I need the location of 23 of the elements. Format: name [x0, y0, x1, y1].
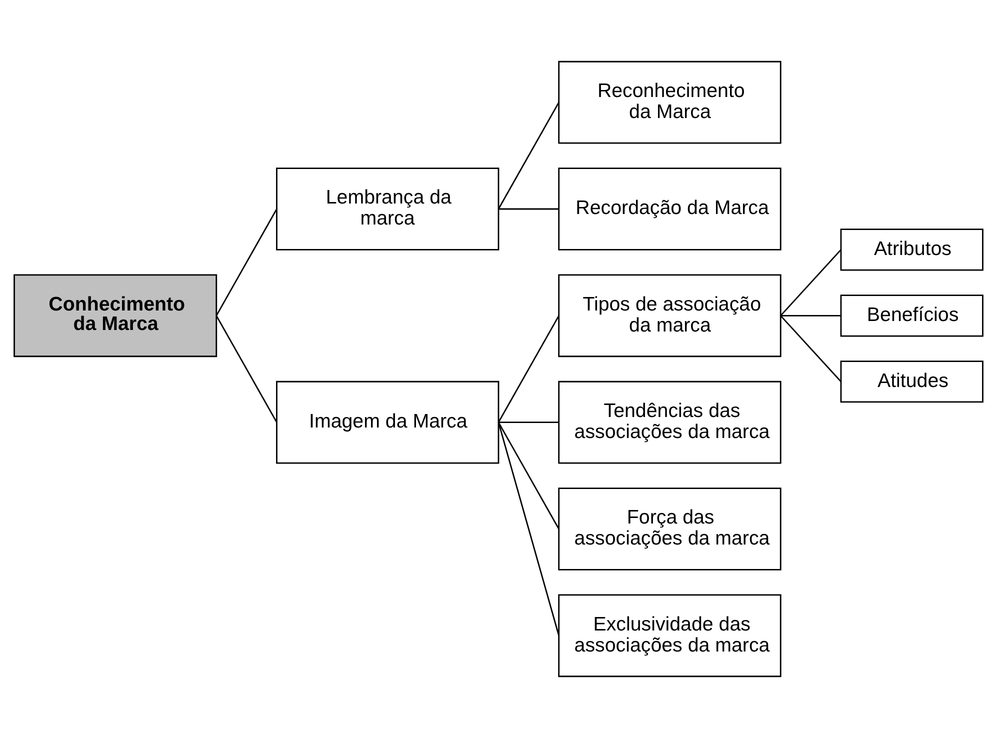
- connector: [498, 422, 559, 424]
- connector: [216, 315, 278, 423]
- connector: [498, 315, 560, 423]
- node-box: Recordação da Marca: [558, 168, 782, 250]
- node-box: Atributos: [840, 228, 984, 271]
- node-box: Exclusividade das associações da marca: [558, 594, 782, 678]
- node-box: Lembrança da marca: [276, 168, 500, 250]
- node-box: Benefícios: [840, 294, 984, 337]
- node-box: Tipos de associação da marca: [558, 274, 782, 358]
- node-box: Conhecimento da Marca: [14, 274, 218, 358]
- connector: [216, 208, 278, 316]
- node-box: Tendências das associações da marca: [558, 380, 782, 464]
- node-box: Reconhecimento da Marca: [558, 60, 782, 144]
- connector: [780, 249, 842, 316]
- node-box: Atitudes: [840, 360, 984, 403]
- connector: [498, 208, 559, 210]
- connector: [498, 102, 560, 210]
- connector: [780, 314, 841, 316]
- node-box: Força das associações da marca: [558, 488, 782, 570]
- connector: [780, 315, 842, 382]
- connector: [498, 422, 560, 636]
- node-box: Imagem da Marca: [276, 380, 500, 464]
- connector: [498, 422, 560, 530]
